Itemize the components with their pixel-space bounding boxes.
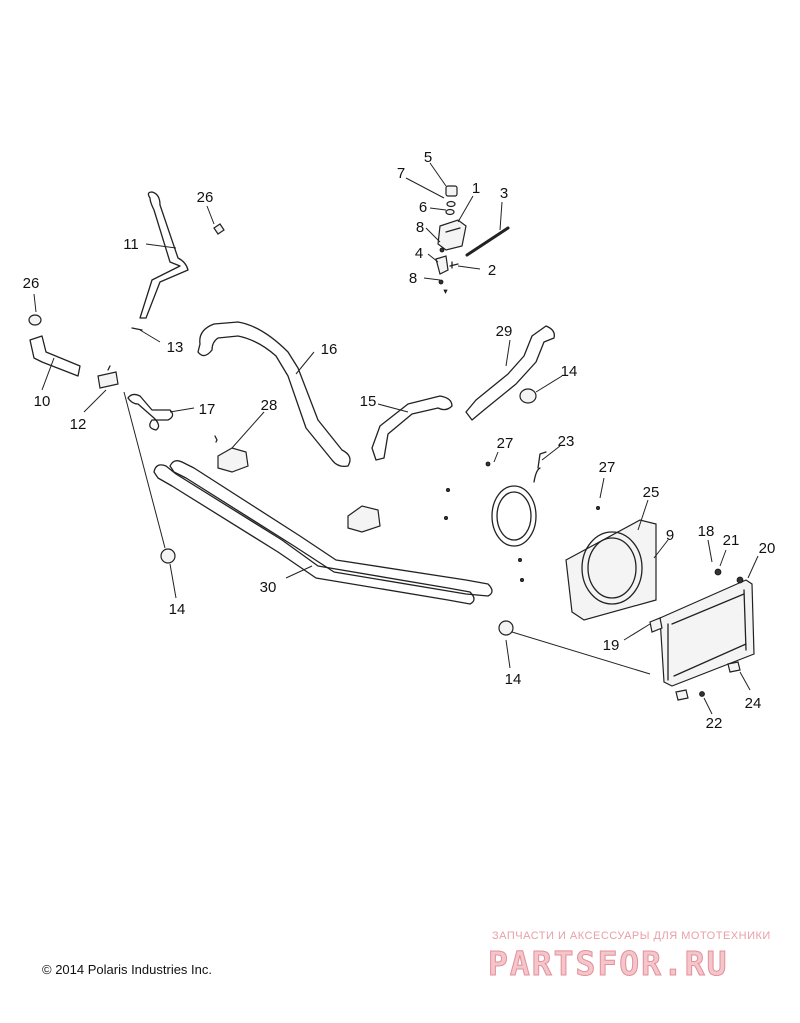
callout-10: 10 — [34, 393, 51, 410]
leader-lines — [33, 162, 759, 715]
callout-19: 19 — [603, 637, 620, 654]
radiator-20 — [649, 568, 755, 687]
callout-26b: 26 — [23, 275, 40, 292]
clamp-26-upper — [213, 223, 225, 235]
fitting-13 — [131, 327, 143, 331]
fan-23 — [485, 451, 547, 547]
callout-1: 1 — [472, 180, 480, 197]
clamp-26-left — [28, 314, 42, 326]
grommet-24b — [675, 689, 689, 701]
tube-pair-30 — [153, 460, 493, 605]
tee-12 — [97, 371, 119, 389]
clip-28b — [347, 505, 381, 533]
callout-27a: 27 — [497, 435, 514, 452]
callout-20: 20 — [759, 540, 776, 557]
callout-15: 15 — [360, 393, 377, 410]
callout-30: 30 — [260, 579, 277, 596]
clamp-14-lower — [498, 620, 514, 636]
callout-14a: 14 — [561, 363, 578, 380]
clamp-14-left — [160, 548, 176, 564]
callout-11: 11 — [123, 236, 139, 253]
callout-25: 25 — [643, 484, 660, 501]
hose-29 — [465, 325, 555, 421]
callout-16: 16 — [321, 341, 338, 358]
watermark-tagline: ЗАПЧАСТИ И АКСЕССУАРЫ ДЛЯ МОТОТЕХНИКИ — [492, 930, 771, 942]
nut-22 — [699, 691, 705, 697]
callout-12: 12 — [70, 416, 87, 433]
screw-28 — [214, 435, 218, 443]
callout-23: 23 — [558, 433, 575, 450]
hose-10 — [29, 335, 81, 377]
callout-29: 29 — [496, 323, 513, 340]
callout-14c: 14 — [505, 671, 522, 688]
callout-3: 3 — [500, 185, 508, 202]
callout-26a: 26 — [197, 189, 214, 206]
callout-6: 6 — [419, 199, 427, 216]
callout-24: 24 — [745, 695, 762, 712]
callout-13: 13 — [167, 339, 184, 356]
callout-17: 17 — [199, 401, 216, 418]
callout-7: 7 — [397, 165, 405, 182]
callout-28: 28 — [261, 397, 278, 414]
callout-18: 18 — [698, 523, 715, 540]
callout-27b: 27 — [599, 459, 616, 476]
watermark-logo: PARTSFOR.RU — [488, 944, 729, 984]
reservoir-assembly — [435, 185, 510, 294]
callouts: 1 2 3 4 5 6 7 8 8 9 10 11 12 13 14 14 14… — [23, 149, 776, 732]
callout-5: 5 — [424, 149, 432, 166]
callout-22: 22 — [706, 715, 723, 732]
callout-8a: 8 — [416, 219, 424, 236]
hose-16 — [197, 321, 351, 468]
callout-8b: 8 — [409, 270, 417, 287]
callout-9: 9 — [666, 527, 674, 544]
shroud-25 — [565, 519, 657, 621]
copyright-text: © 2014 Polaris Industries Inc. — [42, 962, 212, 977]
callout-2: 2 — [488, 262, 496, 279]
hose-15 — [371, 395, 453, 461]
callout-21: 21 — [723, 532, 740, 549]
bushing-24 — [727, 661, 741, 673]
hose-17 — [127, 393, 174, 431]
bolts-27 — [443, 487, 601, 583]
callout-4: 4 — [415, 245, 423, 262]
clip-28a — [217, 447, 249, 473]
clamp-14-upper — [519, 388, 537, 404]
callout-14b: 14 — [169, 601, 186, 618]
hose-11 — [139, 191, 189, 319]
